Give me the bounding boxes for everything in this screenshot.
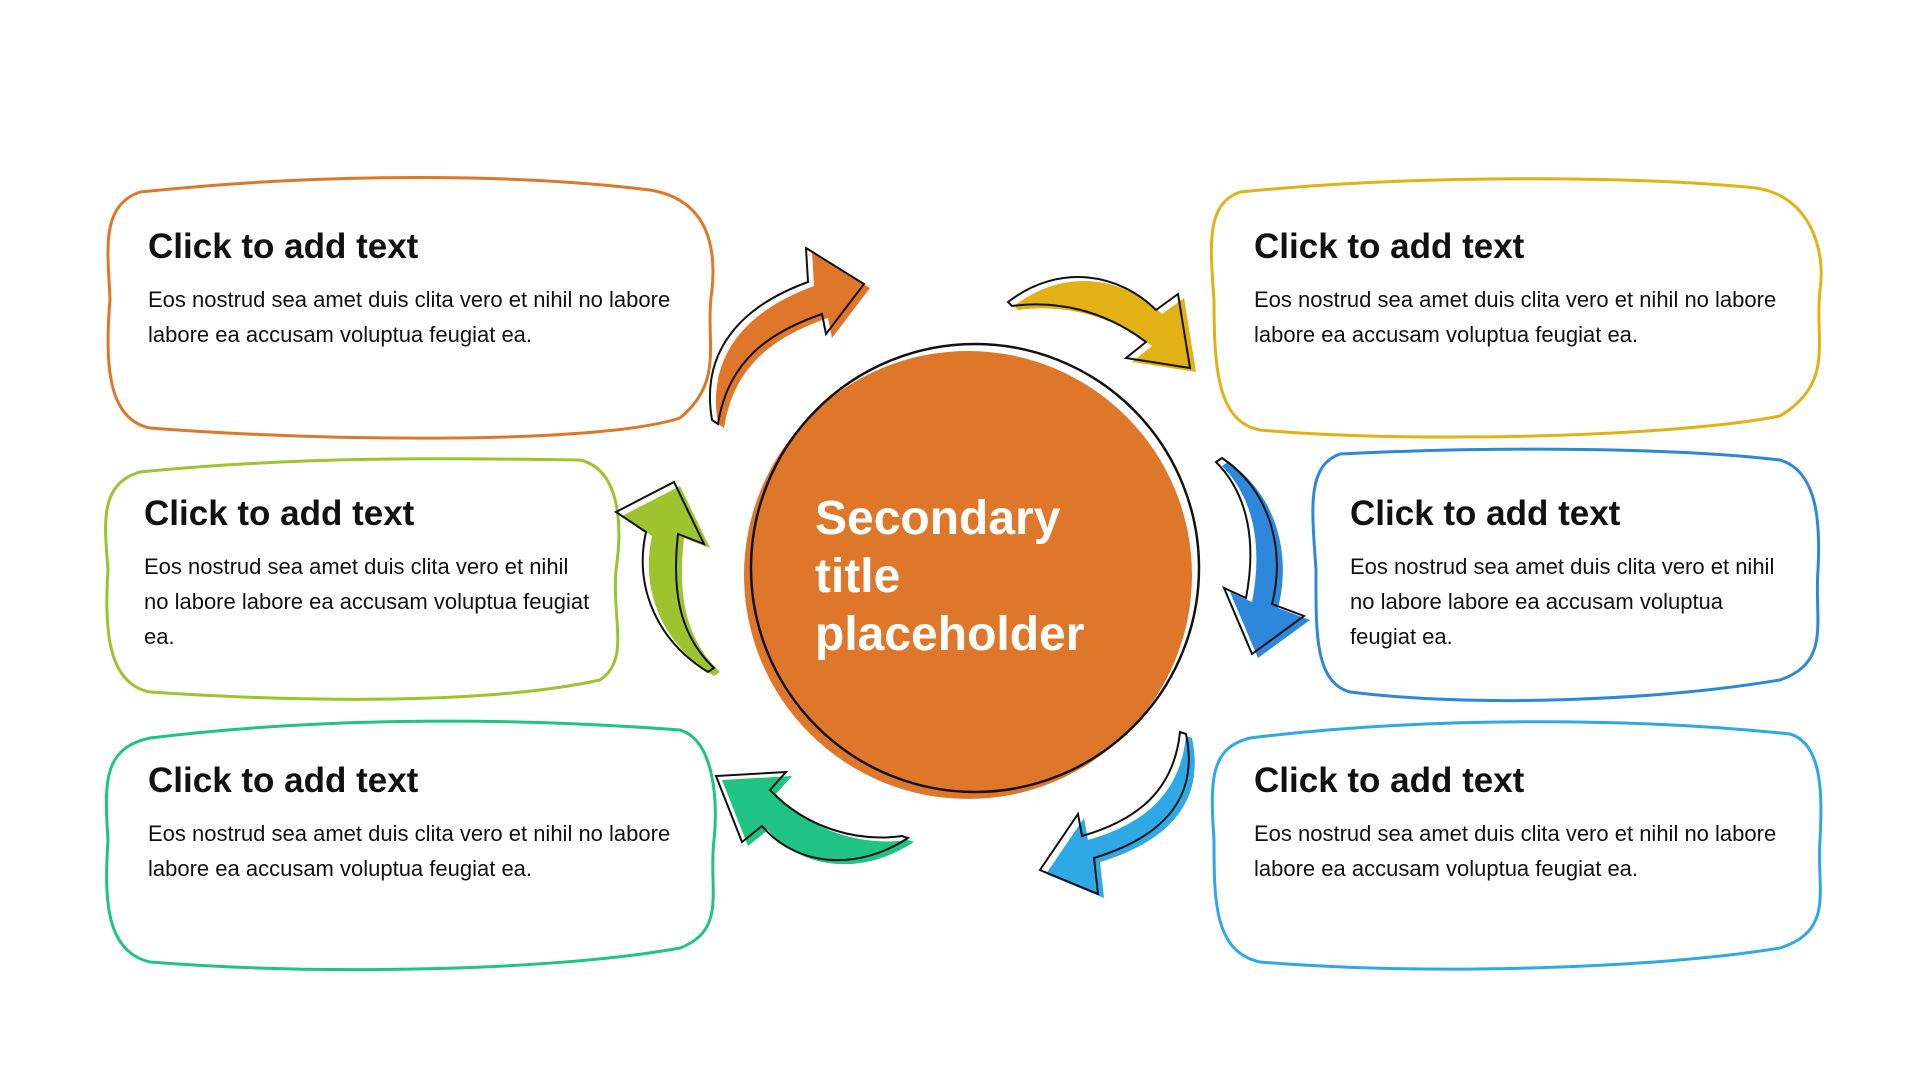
- box-body[interactable]: Eos nostrud sea amet duis clita vero et …: [148, 287, 671, 347]
- box-outline-top-right: [1209, 177, 1823, 439]
- text-box-middle-right[interactable]: Click to add text Eos nostrud sea amet d…: [1350, 493, 1790, 654]
- box-title[interactable]: Click to add text: [1350, 494, 1621, 533]
- box-body[interactable]: Eos nostrud sea amet duis clita vero et …: [148, 821, 671, 881]
- box-body[interactable]: Eos nostrud sea amet duis clita vero et …: [1254, 821, 1777, 881]
- box-title[interactable]: Click to add text: [1254, 227, 1525, 266]
- box-body[interactable]: Eos nostrud sea amet duis clita vero et …: [1254, 287, 1777, 347]
- text-box-bottom-left[interactable]: Click to add text Eos nostrud sea amet d…: [148, 760, 678, 886]
- box-title[interactable]: Click to add text: [1254, 761, 1525, 800]
- text-box-top-right[interactable]: Click to add text Eos nostrud sea amet d…: [1254, 226, 1784, 352]
- box-outline-middle-right: [1311, 447, 1821, 703]
- box-title[interactable]: Click to add text: [148, 227, 419, 266]
- arrow-blue: [1214, 456, 1310, 658]
- box-outline-middle-left: [104, 457, 621, 701]
- arrow-lime: [614, 480, 720, 676]
- box-outline-bottom-right: [1210, 720, 1823, 971]
- arrow-green: [714, 770, 914, 865]
- arrow-light-blue: [1038, 730, 1195, 898]
- box-outline-bottom-left: [104, 719, 717, 972]
- box-outline-top-left: [106, 176, 715, 440]
- text-box-middle-left[interactable]: Click to add text Eos nostrud sea amet d…: [144, 493, 594, 654]
- text-box-bottom-right[interactable]: Click to add text Eos nostrud sea amet d…: [1254, 760, 1784, 886]
- text-box-top-left[interactable]: Click to add text Eos nostrud sea amet d…: [148, 226, 678, 352]
- center-title[interactable]: Secondary title placeholder: [815, 492, 1085, 661]
- arrow-yellow: [1006, 276, 1196, 372]
- arrow-orange: [709, 246, 870, 428]
- center-circle-shadow: [744, 351, 1192, 799]
- box-title[interactable]: Click to add text: [144, 494, 415, 533]
- center-circle-outline: [749, 342, 1201, 794]
- box-title[interactable]: Click to add text: [148, 761, 419, 800]
- box-body[interactable]: Eos nostrud sea amet duis clita vero et …: [144, 554, 590, 649]
- box-body[interactable]: Eos nostrud sea amet duis clita vero et …: [1350, 554, 1775, 649]
